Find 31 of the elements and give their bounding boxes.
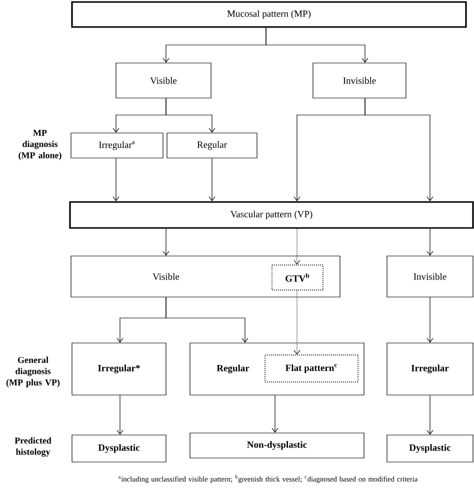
histology-box: Non-dysplastic	[190, 432, 364, 458]
arrow	[116, 395, 124, 435]
diagnosis-box: Irregular*	[72, 342, 166, 396]
arrow	[272, 395, 278, 433]
arrow	[166, 297, 248, 343]
row-label: MP diagnosis (MP alone)	[18, 130, 62, 160]
arrow	[426, 297, 434, 343]
histology-box: Dysplastic	[386, 434, 474, 462]
process-box: Invisible	[386, 256, 474, 298]
arrow	[266, 28, 368, 63]
arrow	[294, 228, 300, 265]
process-box: GTV$^{b}$	[272, 264, 324, 290]
arrow	[294, 290, 300, 355]
process-box: Irregular$^{a}$	[70, 132, 164, 158]
arrow	[426, 395, 434, 435]
process-box: Mucosal pattern (MP)	[71, 1, 467, 28]
row-label: Predicted histology	[14, 437, 52, 457]
process-box: Visible	[116, 62, 212, 98]
arrow	[426, 228, 434, 256]
arrow	[364, 98, 434, 202]
row-label: General diagnosis (MP plus VP)	[6, 356, 60, 388]
process-box: Invisible	[312, 62, 406, 98]
diagnosis-box: Flat pattern$^{c}$	[264, 354, 358, 382]
process-box: Vascular pattern (VP)	[69, 201, 474, 229]
histology-box: Dysplastic	[72, 434, 166, 462]
process-box: Regular	[166, 132, 258, 158]
arrow	[166, 98, 216, 133]
arrow	[112, 158, 120, 202]
arrow	[208, 158, 216, 202]
diagnosis-box: Irregular	[386, 342, 474, 396]
arrow	[162, 228, 170, 256]
